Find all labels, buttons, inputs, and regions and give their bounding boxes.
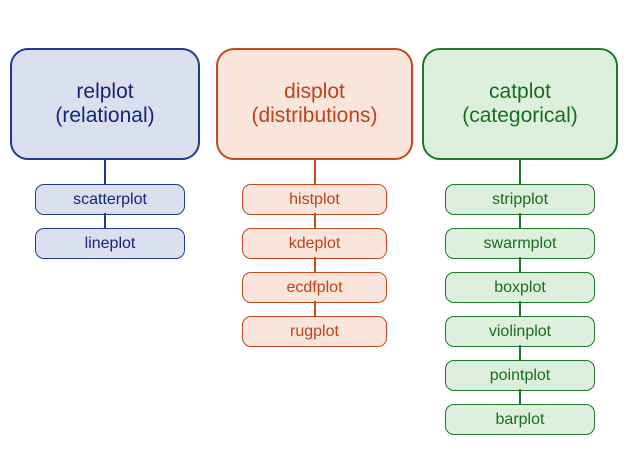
connector-displot-to-histplot <box>314 158 316 186</box>
column-displot: displot (distributions) histplot kdeplot… <box>210 0 420 457</box>
node-scatterplot-label: scatterplot <box>73 190 147 208</box>
column-catplot: catplot (categorical) stripplot swarmplo… <box>420 0 633 457</box>
connector-scatterplot-to-lineplot <box>104 213 106 229</box>
connector-swarmplot-to-boxplot <box>519 257 521 273</box>
column-relplot: relplot (relational) scatterplot lineplo… <box>0 0 210 457</box>
node-rugplot[interactable]: rugplot <box>242 316 387 347</box>
node-histplot[interactable]: histplot <box>242 184 387 215</box>
connector-ecdfplot-to-rugplot <box>314 301 316 317</box>
node-violinplot[interactable]: violinplot <box>445 316 595 347</box>
node-lineplot-label: lineplot <box>84 234 136 252</box>
node-kdeplot-label: kdeplot <box>288 234 341 252</box>
connector-kdeplot-to-ecdfplot <box>314 257 316 273</box>
node-relplot-label: relplot (relational) <box>55 80 155 127</box>
node-ecdfplot-label: ecdfplot <box>286 278 343 296</box>
connector-pointplot-to-barplot <box>519 389 521 405</box>
node-ecdfplot[interactable]: ecdfplot <box>242 272 387 303</box>
node-pointplot[interactable]: pointplot <box>445 360 595 391</box>
node-boxplot[interactable]: boxplot <box>445 272 595 303</box>
node-barplot[interactable]: barplot <box>445 404 595 435</box>
connector-catplot-to-stripplot <box>519 158 521 186</box>
connector-stripplot-to-swarmplot <box>519 213 521 229</box>
node-kdeplot[interactable]: kdeplot <box>242 228 387 259</box>
node-rugplot-label: rugplot <box>290 322 339 340</box>
node-catplot-label: catplot (categorical) <box>462 80 578 127</box>
node-stripplot-label: stripplot <box>491 190 549 208</box>
node-histplot-label: histplot <box>289 190 340 208</box>
connector-histplot-to-kdeplot <box>314 213 316 229</box>
node-displot-label: displot (distributions) <box>251 80 378 127</box>
connector-relplot-to-scatterplot <box>104 158 106 186</box>
node-stripplot[interactable]: stripplot <box>445 184 595 215</box>
node-lineplot[interactable]: lineplot <box>35 228 185 259</box>
node-catplot[interactable]: catplot (categorical) <box>422 48 618 160</box>
connector-violinplot-to-pointplot <box>519 345 521 361</box>
connector-boxplot-to-violinplot <box>519 301 521 317</box>
node-scatterplot[interactable]: scatterplot <box>35 184 185 215</box>
node-relplot[interactable]: relplot (relational) <box>10 48 200 160</box>
node-pointplot-label: pointplot <box>489 366 551 384</box>
node-displot[interactable]: displot (distributions) <box>216 48 413 160</box>
node-violinplot-label: violinplot <box>488 322 552 340</box>
node-swarmplot[interactable]: swarmplot <box>445 228 595 259</box>
node-barplot-label: barplot <box>495 410 545 428</box>
node-swarmplot-label: swarmplot <box>483 234 557 252</box>
node-boxplot-label: boxplot <box>494 278 546 296</box>
